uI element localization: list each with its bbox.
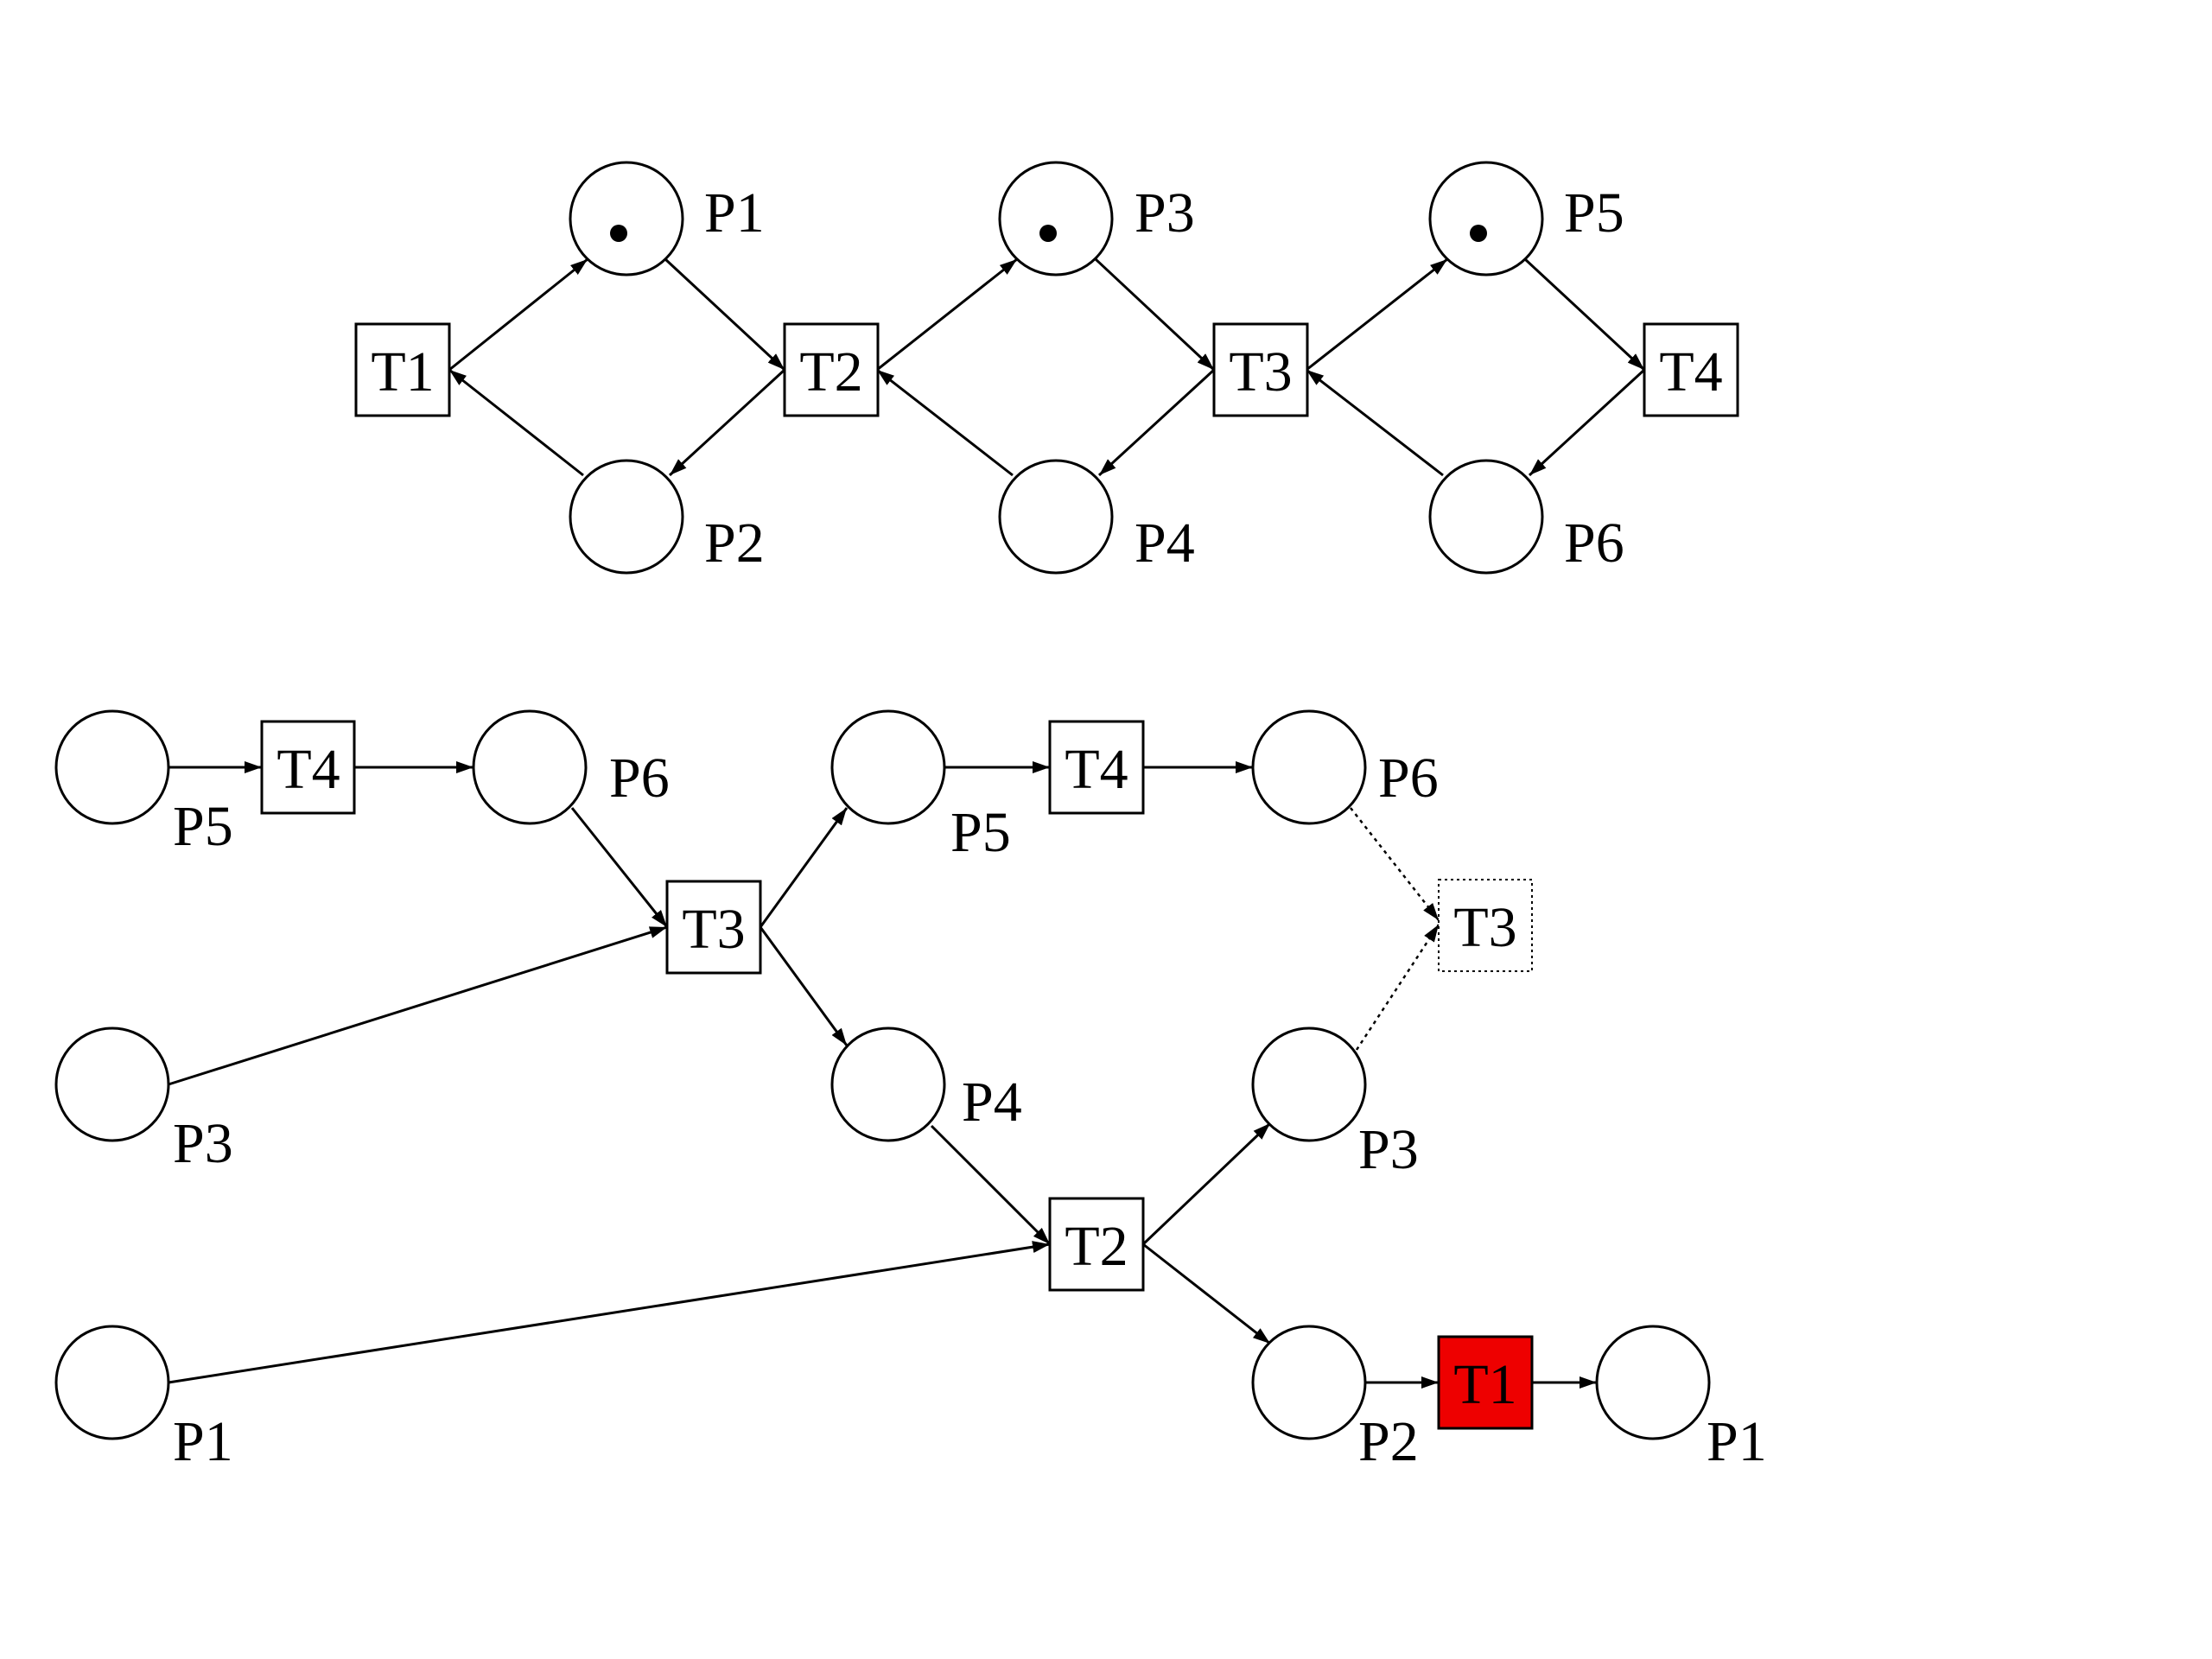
event-label: T4 (1065, 738, 1128, 801)
condition-label: P2 (1358, 1410, 1419, 1473)
event-label: T4 (276, 738, 340, 801)
arc-t2-p3 (876, 257, 1018, 372)
arc-t1-p1 (448, 257, 588, 372)
arc-p5-t4 (1523, 257, 1646, 372)
place-label: P4 (1135, 512, 1195, 575)
unfolding-arcs (168, 761, 1597, 1389)
token-dot (1470, 225, 1487, 242)
unfolding-dotted-arcs (1350, 807, 1440, 1051)
token-dot (1039, 225, 1057, 242)
event-e4-dotted: T3 (1438, 879, 1533, 972)
place-p6: P6 (1428, 459, 1624, 575)
arc-e2-c7 (759, 926, 849, 1046)
condition-c5: P5 (830, 709, 1011, 864)
place-p4: P4 (998, 459, 1195, 575)
petri-net: P1 P2 P3 P4 P5 P6 T1 (354, 161, 1739, 575)
condition-label: P1 (173, 1410, 233, 1473)
event-e6-highlighted: T1 (1437, 1335, 1534, 1430)
condition-c3: P3 (54, 1027, 233, 1175)
event-e5: T2 (1048, 1197, 1145, 1292)
transition-t1: T1 (354, 322, 451, 417)
event-e1: T4 (260, 720, 356, 815)
transition-t4: T4 (1643, 322, 1739, 417)
transition-label: T4 (1659, 340, 1722, 404)
unfolding: P5 P6 P3 P1 P5 P6 P4 P3 (54, 709, 1767, 1473)
arc-t3-p4 (1097, 368, 1216, 477)
arc-p6-t3 (1306, 368, 1444, 477)
place-label: P3 (1135, 181, 1195, 245)
condition-label: P3 (1358, 1118, 1419, 1181)
condition-label: P3 (173, 1112, 233, 1175)
place-p5: P5 (1428, 161, 1624, 276)
place-label: P2 (704, 512, 765, 575)
condition-c4: P1 (54, 1325, 233, 1473)
arc-t4-p6 (1528, 368, 1646, 477)
place-label: P1 (704, 181, 765, 245)
condition-label: P5 (173, 795, 233, 858)
event-label: T1 (1453, 1353, 1516, 1416)
condition-c1: P5 (54, 709, 233, 858)
token-dot (610, 225, 627, 242)
arc-p3-t3 (1094, 257, 1216, 372)
arc-p4-t2 (876, 368, 1014, 477)
transition-t2: T2 (783, 322, 880, 417)
condition-c6: P6 (1251, 709, 1439, 825)
event-label: T2 (1065, 1215, 1128, 1278)
place-p3: P3 (998, 161, 1195, 276)
arc-e5-c8 (1141, 1122, 1272, 1246)
condition-label: P6 (609, 747, 670, 810)
arc-e5-c9 (1142, 1243, 1271, 1345)
place-label: P5 (1564, 181, 1624, 245)
arc-p1-t2 (664, 257, 786, 372)
event-label: T3 (1453, 896, 1516, 959)
event-label: T3 (682, 898, 745, 961)
transition-label: T1 (371, 340, 434, 404)
condition-c2: P6 (472, 709, 670, 825)
condition-label: P6 (1378, 747, 1439, 810)
condition-c7: P4 (830, 1027, 1022, 1142)
transition-label: T2 (799, 340, 862, 404)
event-e2: T3 (665, 880, 762, 975)
arc-t2-p2 (668, 368, 786, 477)
arc-c6-e4 (1350, 807, 1440, 921)
arc-c4-e5 (168, 1241, 1051, 1384)
arc-c3-e2 (168, 925, 668, 1086)
condition-c9: P2 (1251, 1325, 1419, 1473)
arc-c8-e4 (1355, 924, 1440, 1051)
condition-c8: P3 (1251, 1027, 1419, 1181)
arc-c2-e2 (570, 807, 669, 928)
condition-label: P4 (962, 1071, 1022, 1134)
arc-e2-c5 (759, 807, 849, 928)
arc-t3-p5 (1306, 257, 1448, 372)
arc-p2-t1 (448, 368, 584, 477)
net-arcs (448, 257, 1646, 477)
condition-label: P5 (950, 801, 1011, 864)
place-p1: P1 (569, 161, 765, 276)
condition-label: P1 (1707, 1410, 1767, 1473)
condition-c10: P1 (1595, 1325, 1767, 1473)
transition-t3: T3 (1212, 322, 1309, 417)
place-label: P6 (1564, 512, 1624, 575)
place-p2: P2 (569, 459, 765, 575)
event-e3: T4 (1048, 720, 1145, 815)
arc-c7-e5 (930, 1124, 1052, 1246)
transition-label: T3 (1229, 340, 1292, 404)
